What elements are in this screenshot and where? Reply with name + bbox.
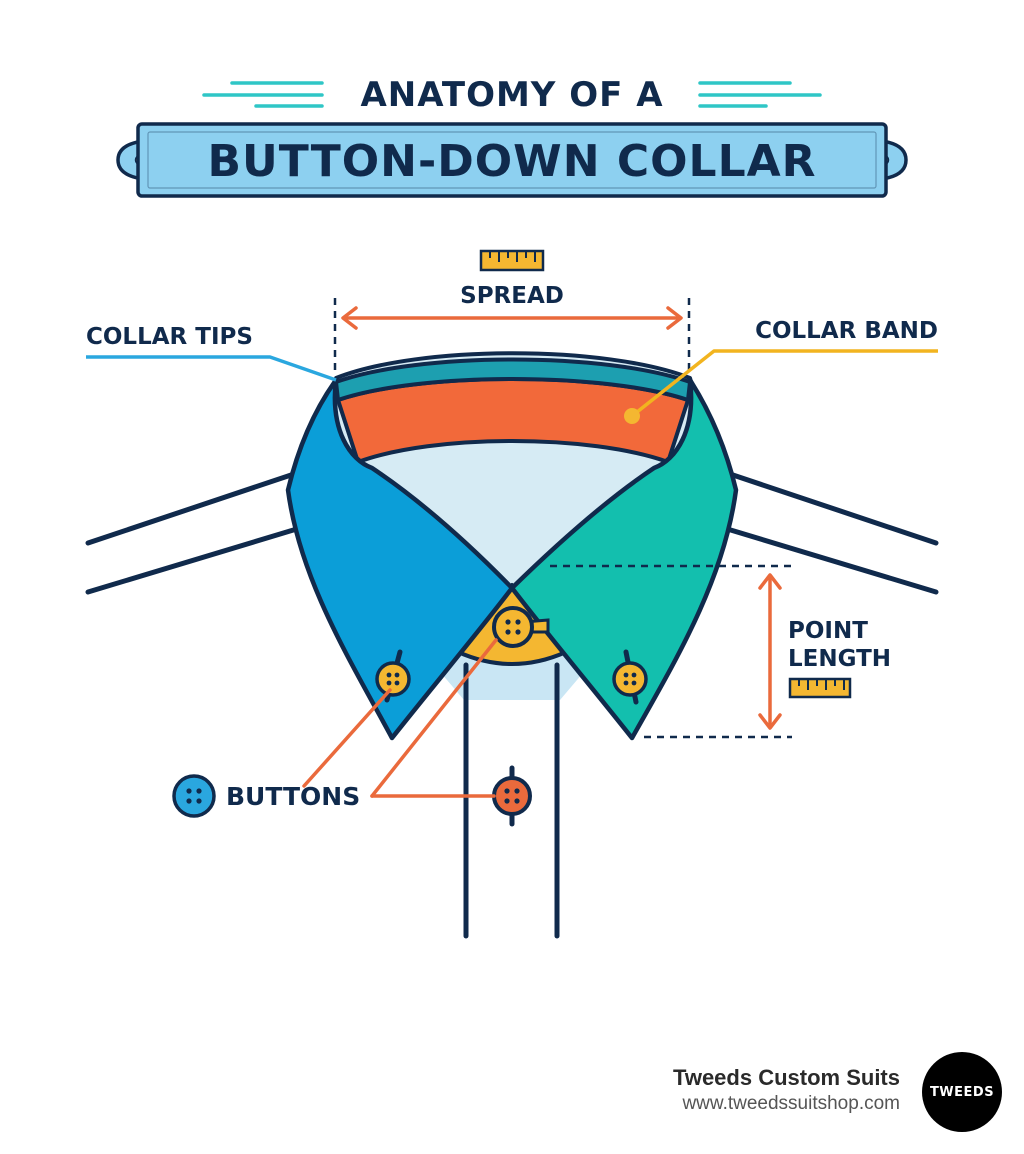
- collar-band-label: COLLAR BAND: [755, 318, 938, 344]
- button-placket: [492, 765, 532, 827]
- brand-logo: TWEEDS: [922, 1052, 1002, 1132]
- collar: [285, 351, 739, 741]
- button-neckband: [492, 606, 550, 648]
- collar-leaf-left: [285, 377, 515, 741]
- shoulder-seam-right: [721, 469, 939, 595]
- ruler-icon-point-length: [788, 677, 852, 699]
- brand-url: www.tweedssuitshop.com: [682, 1093, 900, 1114]
- title-decoration-left: [202, 81, 324, 108]
- collar-tips-label: COLLAR TIPS: [86, 324, 253, 350]
- button-collar-right: [612, 649, 648, 705]
- point-length-label-line-2: LENGTH: [788, 646, 891, 672]
- title-line-2: BUTTON-DOWN COLLAR: [207, 136, 816, 187]
- collar-band-leader: [630, 349, 938, 418]
- collar-tips-leader: [86, 355, 337, 382]
- brand-block: Tweeds Custom Suits www.tweedssuitshop.c…: [673, 1064, 900, 1116]
- buttons-label: BUTTONS: [226, 782, 360, 811]
- buttons-icon: [172, 774, 216, 818]
- collar-leaf-right: [509, 377, 739, 741]
- title-decoration-right: [698, 81, 822, 108]
- spread-dimension: [333, 298, 691, 370]
- ruler-icon-spread: [479, 249, 545, 272]
- title-banner: [116, 122, 908, 198]
- buttons-leaders: [302, 638, 498, 798]
- spread-label: SPREAD: [460, 283, 564, 309]
- point-length-dimension: [550, 564, 792, 739]
- point-length-label-line-1: POINT: [788, 618, 868, 644]
- brand-logo-text: TWEEDS: [929, 1084, 995, 1100]
- collar-band-marker: [624, 408, 640, 424]
- brand-name: Tweeds Custom Suits: [673, 1065, 900, 1090]
- shirt-placket: [463, 662, 560, 939]
- title-line-1: ANATOMY OF A: [360, 75, 663, 115]
- shoulder-seam-left: [85, 469, 303, 595]
